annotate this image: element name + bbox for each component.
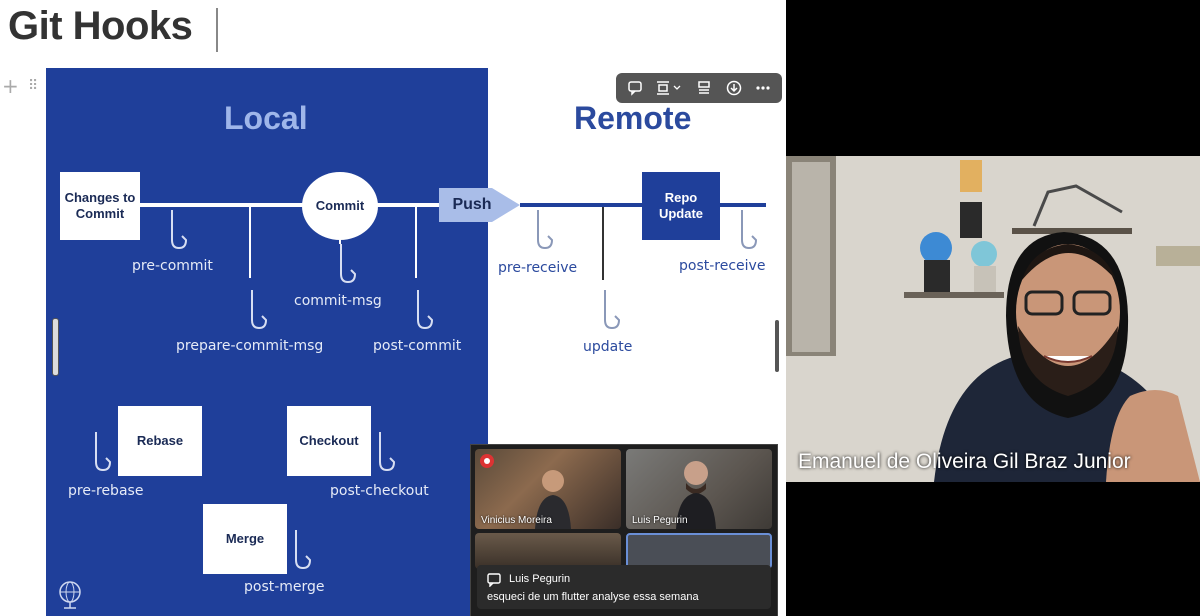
changes-to-commit-box: Changes to Commit <box>60 172 140 240</box>
rebase-box: Rebase <box>118 406 202 476</box>
download-button[interactable] <box>722 77 746 99</box>
commit-node: Commit <box>302 172 378 240</box>
hook-icon <box>604 290 621 330</box>
participant-tile[interactable] <box>626 533 772 569</box>
image-toolbar <box>616 73 782 103</box>
main-speaker-name: Emanuel de Oliveira Gil Braz Junior <box>798 450 1131 473</box>
layout-button[interactable] <box>692 77 716 99</box>
chat-notification[interactable]: Luis Pegurin esqueci de um flutter analy… <box>477 565 771 609</box>
hook-icon <box>251 290 268 330</box>
hook-label-prepare-commit-msg: prepare-commit-msg <box>176 338 324 354</box>
hook-label-pre-receive: pre-receive <box>498 260 578 276</box>
merge-box: Merge <box>203 504 287 574</box>
globe-icon <box>59 581 81 609</box>
comment-icon <box>628 81 642 96</box>
participant-silhouette <box>535 470 571 529</box>
participant-tile[interactable]: Luis Pegurin <box>626 449 772 529</box>
align-icon <box>657 81 681 95</box>
hook-label-pre-rebase: pre-rebase <box>68 483 144 499</box>
more-button[interactable] <box>751 77 775 99</box>
hook-icon <box>340 244 357 284</box>
repo-update-box: Repo Update <box>642 172 720 240</box>
participant-name: Luis Pegurin <box>632 515 688 526</box>
git-hooks-slide: Local Remote Changes to Commit Commit Pu… <box>46 68 780 616</box>
hook-icon <box>95 432 112 472</box>
comment-button[interactable] <box>623 77 647 99</box>
layout-icon <box>698 81 710 94</box>
participant-silhouette <box>676 461 716 529</box>
page-title[interactable]: Git Hooks <box>8 4 193 48</box>
text-cursor <box>216 8 218 52</box>
hook-icon <box>171 210 188 250</box>
participant-tile[interactable]: Vinicius Moreira <box>475 449 621 529</box>
checkout-box: Checkout <box>287 406 371 476</box>
hook-icon <box>379 432 396 472</box>
hook-icon <box>417 290 434 330</box>
speaker-video-frame <box>786 156 1200 482</box>
drag-handle-icon[interactable]: ⠿ <box>28 78 39 94</box>
hook-icon <box>741 210 758 250</box>
local-title: Local <box>224 100 308 136</box>
participant-name: Vinicius Moreira <box>481 515 552 526</box>
download-icon <box>726 80 741 96</box>
hook-label-post-checkout: post-checkout <box>330 483 429 499</box>
main-speaker-video[interactable]: Emanuel de Oliveira Gil Braz Junior <box>786 156 1200 482</box>
diagram-lines <box>140 188 766 280</box>
hook-icon <box>295 530 312 570</box>
hook-label-pre-commit: pre-commit <box>132 258 213 274</box>
chat-message: esqueci de um flutter analyse essa seman… <box>487 591 699 603</box>
document-page: Git Hooks + ⠿ Local Remote Changes to Co… <box>0 0 786 616</box>
right-resize-handle[interactable] <box>775 320 779 372</box>
remote-title: Remote <box>574 100 692 136</box>
chat-icon <box>487 573 501 587</box>
more-icon <box>756 86 770 90</box>
hook-label-update: update <box>583 339 633 355</box>
hook-label-post-receive: post-receive <box>679 258 766 274</box>
hook-label-post-merge: post-merge <box>244 579 325 595</box>
video-call-popup[interactable]: Vinicius Moreira Luis Pegurin Luis Pegur… <box>470 444 778 616</box>
participant-tile[interactable] <box>475 533 621 569</box>
hook-icon <box>537 210 554 250</box>
record-icon <box>480 454 494 468</box>
hook-label-post-commit: post-commit <box>373 338 462 354</box>
align-button[interactable] <box>652 77 686 99</box>
hook-label-commit-msg: commit-msg <box>294 293 382 309</box>
chat-sender: Luis Pegurin <box>509 573 571 585</box>
push-label: Push <box>452 196 492 214</box>
add-block-icon[interactable]: + <box>2 74 19 98</box>
left-resize-handle[interactable] <box>52 318 59 376</box>
